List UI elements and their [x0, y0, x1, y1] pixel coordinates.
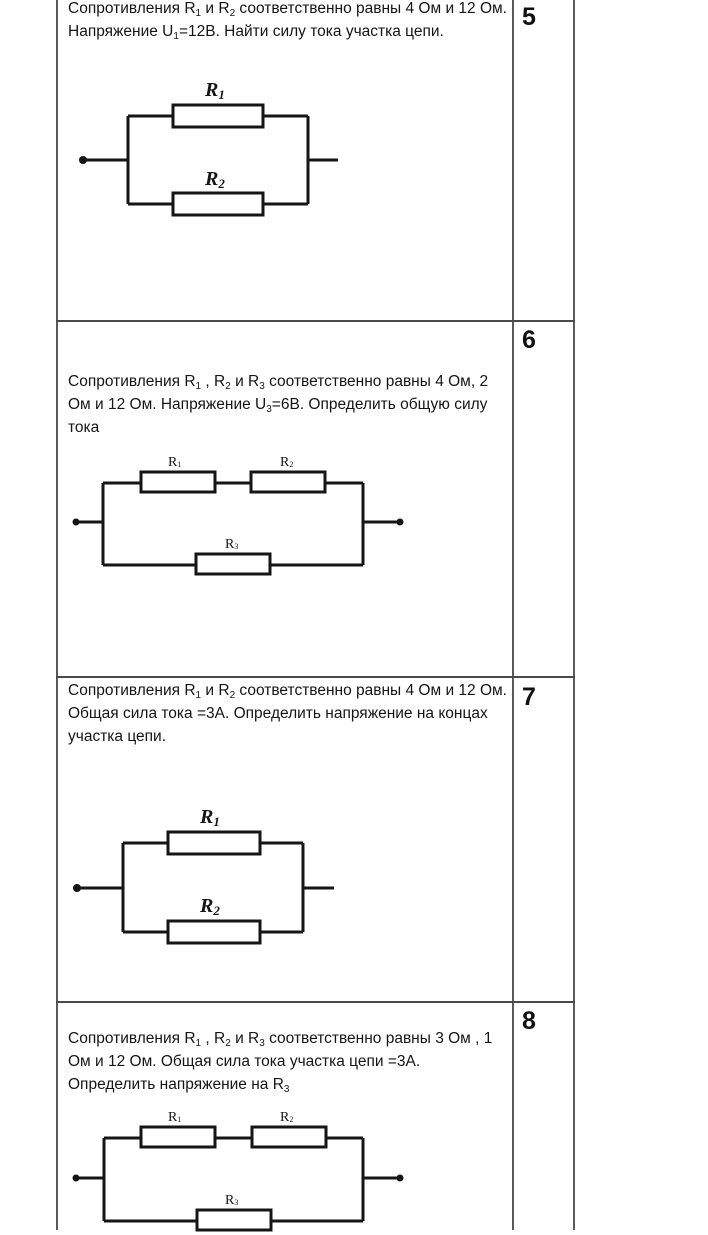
table-border-right	[573, 0, 575, 1230]
task-7-circuit-diagram: R1 R2	[73, 806, 334, 945]
row-divider	[56, 676, 575, 678]
resistor-r2	[166, 919, 262, 945]
task-5-number: 5	[522, 3, 536, 31]
label-r1: R1	[168, 1110, 181, 1125]
resistor-r2	[250, 1125, 328, 1149]
label-r1: R1	[168, 455, 181, 470]
task-6-number: 6	[522, 326, 536, 354]
task-7-number: 7	[522, 683, 536, 711]
label-r1: R1	[199, 806, 220, 829]
resistor-r3	[194, 552, 272, 576]
row-divider	[56, 1001, 575, 1003]
resistor-r1	[139, 1125, 217, 1149]
task-8-text: Сопротивления R1 , R2 и R3 соответственн…	[68, 1030, 493, 1095]
label-r1: R1	[204, 79, 225, 102]
label-r2: R2	[204, 168, 225, 191]
label-r3: R3	[225, 537, 238, 552]
task-5-text: Сопротивления R1 и R2 соответственно рав…	[68, 0, 507, 42]
resistor-r2	[249, 470, 327, 494]
terminal-right	[396, 518, 404, 526]
task-6-text: Сопротивления R1 , R2 и R3 соответственн…	[68, 373, 489, 436]
label-r3: R3	[225, 1193, 238, 1208]
task-8-number: 8	[522, 1007, 536, 1035]
label-r2: R2	[280, 455, 293, 470]
task-6-circuit-diagram: R1 R2 R3	[72, 455, 404, 576]
table-border-left	[56, 0, 58, 1230]
task-5-circuit-diagram: R1 R2	[79, 79, 338, 217]
wire	[128, 114, 308, 206]
resistor-r1	[166, 830, 262, 856]
label-r2: R2	[199, 895, 220, 918]
resistor-r1	[139, 470, 217, 494]
label-r2: R2	[280, 1110, 293, 1125]
table-column-divider	[512, 0, 514, 1230]
task-8-circuit-diagram: R1 R2 R3	[72, 1110, 404, 1232]
terminal-right	[396, 1174, 404, 1182]
resistor-r3	[195, 1208, 273, 1232]
wire	[123, 841, 303, 934]
resistor-r1	[171, 103, 265, 129]
resistor-r2	[171, 191, 265, 217]
task-7-text: Сопротивления R1 и R2 соответственно рав…	[68, 682, 507, 745]
row-divider	[56, 320, 575, 322]
